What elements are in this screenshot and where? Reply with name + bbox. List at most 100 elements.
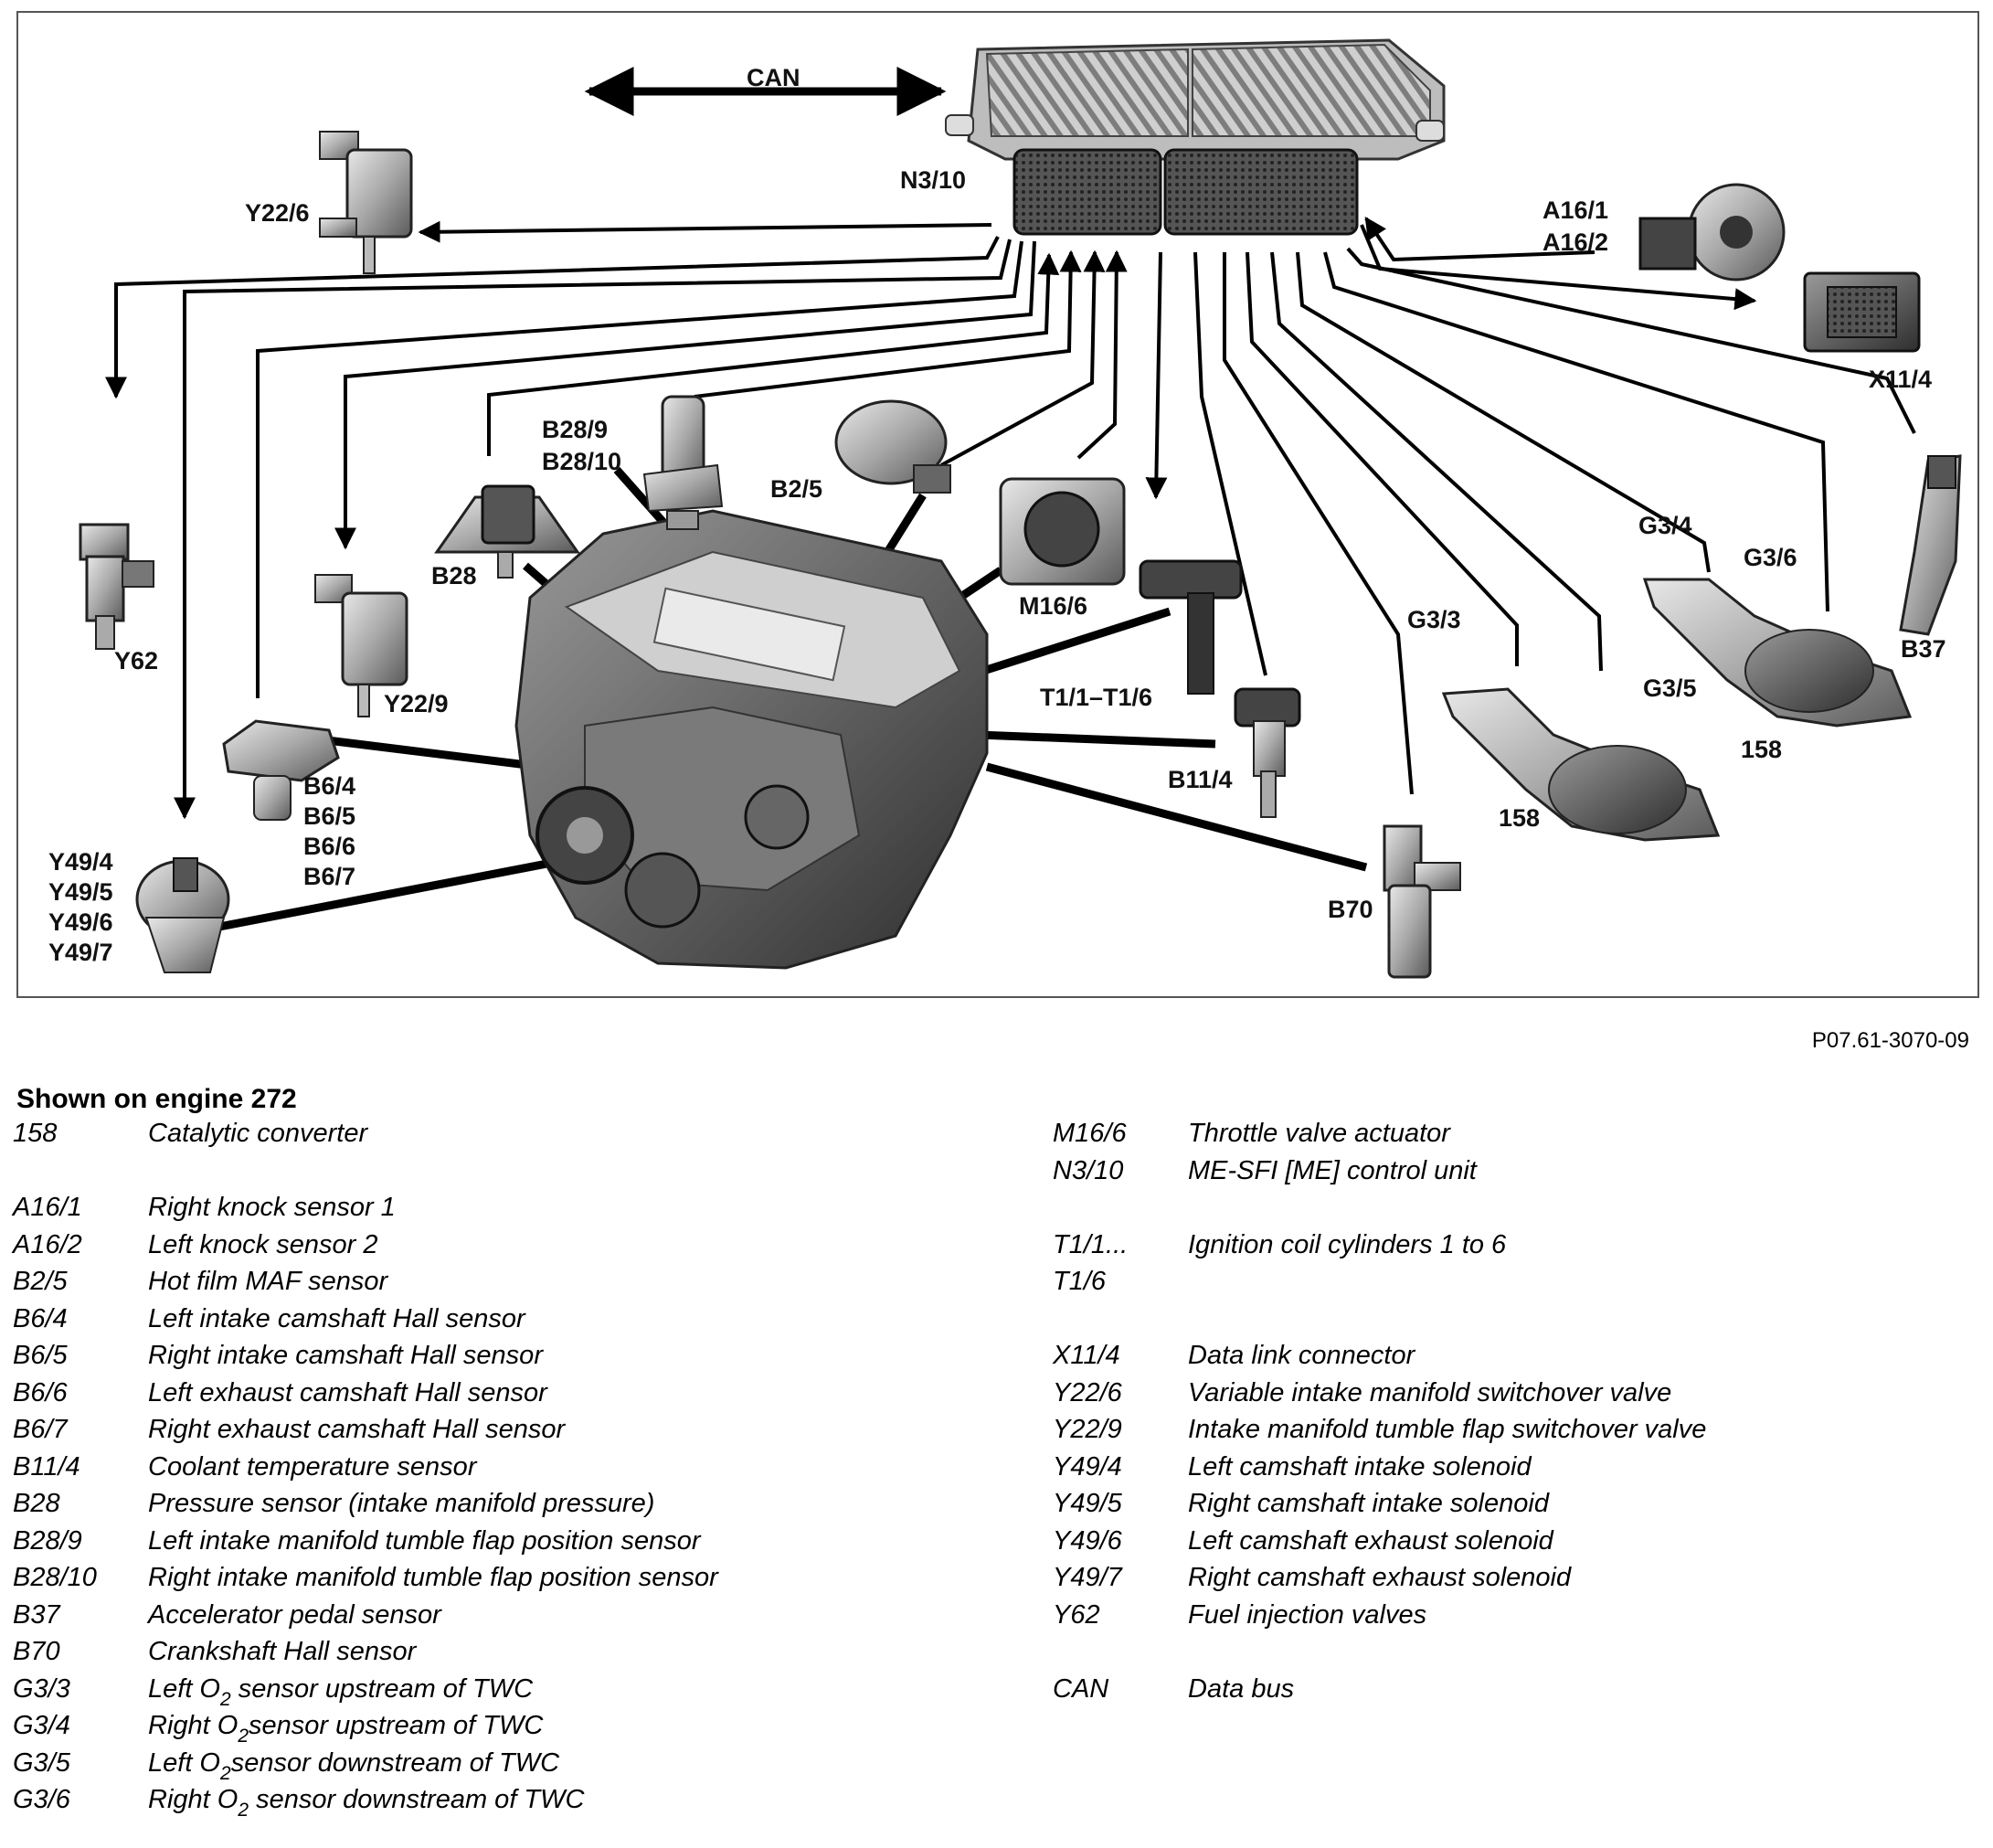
label-y49-6: Y49/6 <box>48 908 113 936</box>
legend-code: B6/6 <box>13 1377 68 1407</box>
label-t1: T1/1–T1/6 <box>1040 684 1152 711</box>
legend-description: Pressure sensor (intake manifold pressur… <box>148 1489 655 1518</box>
legend-description: Data bus <box>1188 1673 1295 1704</box>
b6-camshaft-sensor-graphic <box>222 719 340 821</box>
legend-code: B28 <box>13 1489 60 1518</box>
legend-description: Crankshaft Hall sensor <box>148 1637 417 1666</box>
legend-code: X11/4 <box>1053 1341 1120 1370</box>
legend-description-text: Right O <box>148 1711 239 1740</box>
wiring-lines <box>105 217 1916 820</box>
label-a16-2: A16/2 <box>1542 228 1608 256</box>
legend-description: Left knock sensor 2 <box>148 1229 378 1259</box>
label-y49-4: Y49/4 <box>48 848 113 876</box>
ecu-n3-10-graphic <box>945 38 1446 236</box>
legend-description-text: Left O <box>148 1747 220 1778</box>
label-y62: Y62 <box>114 647 158 674</box>
label-y22-9: Y22/9 <box>384 690 449 717</box>
label-y49-7: Y49/7 <box>48 939 113 966</box>
b28-pressure-sensor-graphic <box>434 484 580 579</box>
legend-code: CAN <box>1053 1673 1109 1704</box>
legend-description: Right O2 sensor downstream of TWC <box>148 1785 584 1821</box>
engine-272-graphic <box>514 509 989 970</box>
legend-description: Right knock sensor 1 <box>148 1193 396 1222</box>
legend-description: Fuel injection valves <box>1188 1599 1427 1630</box>
legend-code: B11/4 <box>13 1451 80 1482</box>
label-b6-6: B6/6 <box>303 833 355 860</box>
legend-code: Y22/6 <box>1053 1377 1122 1407</box>
legend-description: Hot film MAF sensor <box>148 1267 388 1296</box>
legend-heading: Shown on engine 272 <box>16 1084 297 1114</box>
legend-description-text: sensor downstream of TWC <box>230 1747 560 1778</box>
legend-code: N3/10 <box>1053 1155 1124 1185</box>
legend-description-text: sensor upstream of TWC <box>230 1673 534 1704</box>
subscript: 2 <box>238 1800 249 1821</box>
label-n3-10: N3/10 <box>900 166 966 194</box>
legend-code: Y49/5 <box>1053 1489 1122 1518</box>
y22-9-graphic <box>314 574 408 717</box>
legend-description: Left intake camshaft Hall sensor <box>148 1303 525 1333</box>
b70-crankshaft-sensor-graphic <box>1383 824 1461 979</box>
legend-code: Y49/6 <box>1053 1525 1122 1556</box>
legend-description: Ignition coil cylinders 1 to 6 <box>1188 1229 1507 1259</box>
label-b70: B70 <box>1328 896 1373 923</box>
legend-code: M16/6 <box>1053 1119 1127 1148</box>
b28-9-sensor-graphic <box>642 395 724 530</box>
legend-description: Intake manifold tumble flap switchover v… <box>1188 1415 1707 1444</box>
label-158-left: 158 <box>1499 804 1540 832</box>
legend-description-text: sensor upstream of TWC <box>249 1711 544 1740</box>
b11-4-coolant-sensor-graphic <box>1234 687 1301 818</box>
diagram-frame: CAN N3/10 Y22/6 A16/1 A16/2 X11/4 B28/9 … <box>16 11 1979 998</box>
label-b28-9: B28/9 <box>542 416 608 443</box>
legend-code: G3/5 <box>13 1747 70 1778</box>
y22-6-graphic <box>319 131 413 274</box>
b37-pedal-sensor-graphic <box>1899 454 1962 636</box>
label-g3-3: G3/3 <box>1407 606 1461 633</box>
legend-code: G3/4 <box>13 1711 70 1740</box>
y62-injector-graphic <box>79 523 154 650</box>
legend-code: A16/2 <box>13 1229 82 1259</box>
t1-ignition-coil-graphic <box>1139 559 1243 695</box>
label-158-right: 158 <box>1741 736 1782 763</box>
legend-code: Y49/7 <box>1053 1563 1122 1592</box>
legend-description: Right intake manifold tumble flap positi… <box>148 1563 718 1592</box>
legend-description: Right camshaft exhaust solenoid <box>1188 1563 1572 1592</box>
legend-description: Left O2sensor downstream of TWC <box>148 1747 560 1784</box>
label-b2-5: B2/5 <box>770 475 822 503</box>
legend-code: B37 <box>13 1599 60 1630</box>
y49-solenoid-graphic <box>135 857 230 973</box>
label-g3-6: G3/6 <box>1744 544 1797 571</box>
legend-description: Right camshaft intake solenoid <box>1188 1489 1549 1518</box>
m16-6-throttle-graphic <box>999 477 1126 586</box>
legend-code: B28/9 <box>13 1525 82 1556</box>
a16-knock-sensor-graphic <box>1638 183 1786 281</box>
figure-reference: P07.61-3070-09 <box>1811 1028 1969 1053</box>
legend-description: Right exhaust camshaft Hall sensor <box>148 1415 566 1444</box>
label-b6-4: B6/4 <box>303 772 355 800</box>
legend-code: B6/7 <box>13 1415 68 1444</box>
legend-description: Throttle valve actuator <box>1188 1119 1450 1148</box>
label-b28-10: B28/10 <box>542 448 621 475</box>
legend-description: ME-SFI [ME] control unit <box>1188 1155 1477 1185</box>
catalytic-converter-left-graphic <box>1441 687 1721 842</box>
legend-code: 158 <box>13 1119 58 1148</box>
label-m16-6: M16/6 <box>1019 592 1087 620</box>
subscript: 2 <box>238 1726 249 1747</box>
legend-code: Y22/9 <box>1053 1415 1122 1444</box>
legend-code: Y49/4 <box>1053 1451 1122 1482</box>
x11-4-connector-graphic <box>1803 271 1921 353</box>
label-g3-5: G3/5 <box>1643 674 1697 702</box>
legend-description: Catalytic converter <box>148 1119 368 1148</box>
label-b11-4: B11/4 <box>1168 766 1233 793</box>
b2-5-maf-graphic <box>834 399 951 494</box>
legend-code: Y62 <box>1053 1599 1100 1630</box>
legend-description: Left exhaust camshaft Hall sensor <box>148 1377 547 1407</box>
legend-description: Variable intake manifold switchover valv… <box>1188 1377 1672 1407</box>
legend-description: Left intake manifold tumble flap positio… <box>148 1525 701 1556</box>
label-b37: B37 <box>1901 635 1946 663</box>
label-x11-4: X11/4 <box>1869 366 1932 393</box>
legend-description: Accelerator pedal sensor <box>148 1599 441 1630</box>
subscript: 2 <box>220 1688 231 1710</box>
legend-code: T1/6 <box>1053 1267 1107 1296</box>
label-a16-1: A16/1 <box>1542 196 1608 224</box>
label-b28: B28 <box>431 562 477 589</box>
